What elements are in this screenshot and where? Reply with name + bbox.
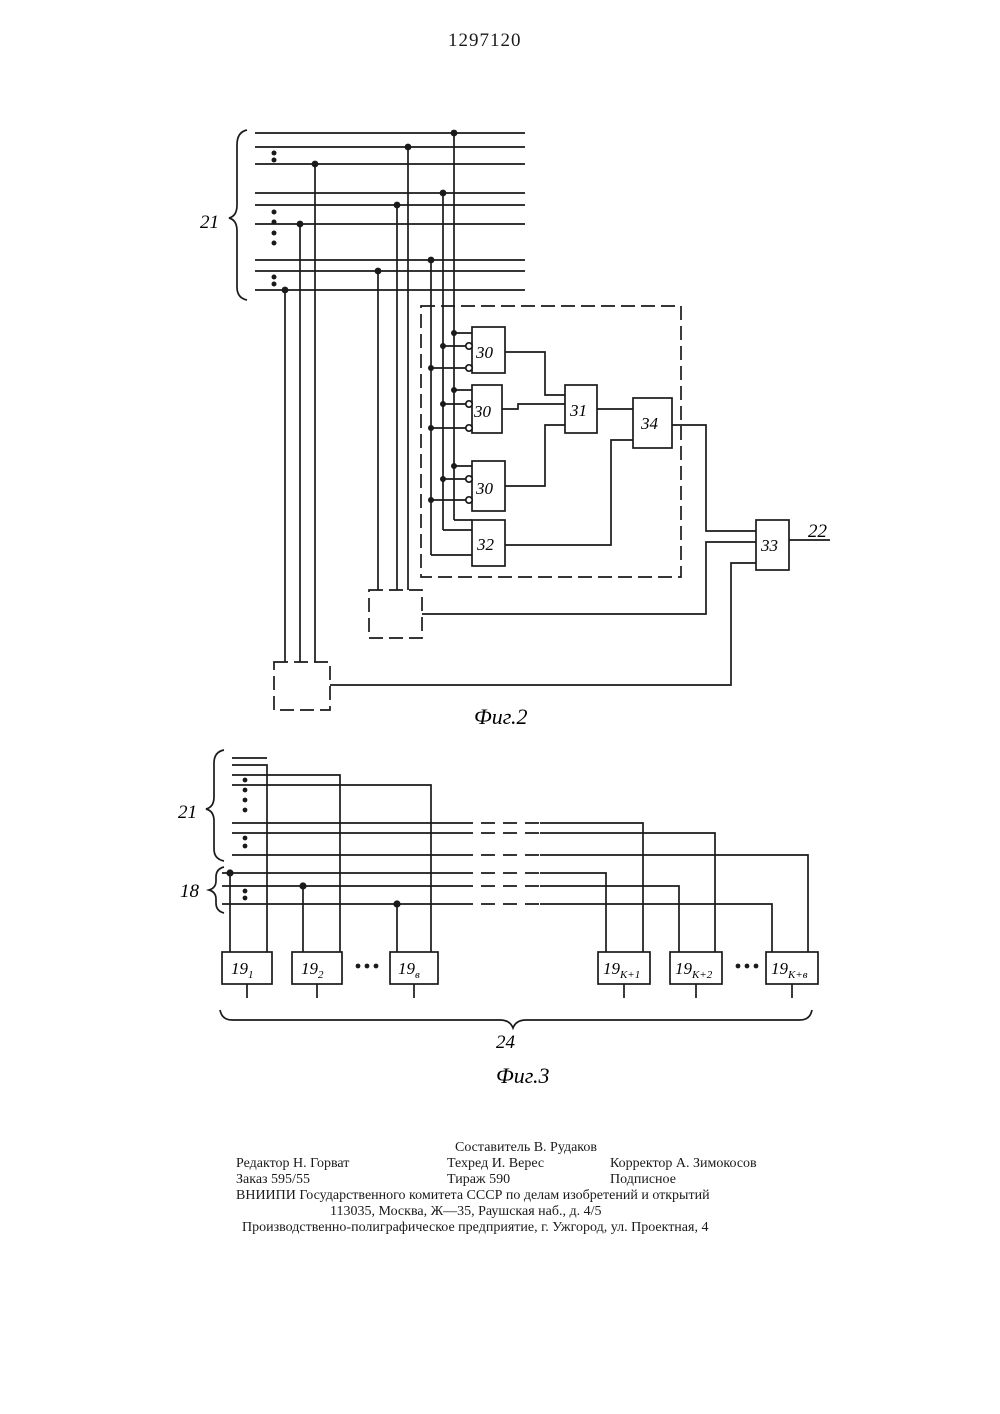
fig3-label-19-1: 191	[231, 959, 254, 981]
fig2-label-32: 32	[476, 535, 495, 554]
fig2-label-30c: 30	[475, 479, 494, 498]
imprint-editor: Редактор Н. Горват	[236, 1156, 349, 1172]
fig2-label-31: 31	[569, 401, 587, 420]
fig2-label-34: 34	[640, 414, 659, 433]
fig2-dashed-block-low	[274, 662, 330, 710]
fig3-label-19-b: 19в	[398, 959, 420, 981]
fig3-label-19-k1: 19К+1	[603, 959, 640, 981]
fig3-label-19-2: 192	[301, 959, 324, 981]
fig2-dashed-block-mid	[369, 590, 422, 638]
fig2-label-30b: 30	[473, 402, 492, 421]
imprint-order: Заказ 595/55	[236, 1172, 310, 1188]
fig2-label-33: 33	[760, 536, 778, 555]
fig3-caption: Фиг.3	[496, 1063, 550, 1085]
fig2-caption: Фиг.2	[474, 704, 528, 729]
fig2-label-30a: 30	[475, 343, 494, 362]
fig3-label-19-k2: 19К+2	[675, 959, 713, 981]
imprint-techred: Техред И. Верес	[447, 1156, 544, 1172]
fig3-label-21: 21	[178, 802, 197, 823]
fig2-label-22: 22	[808, 521, 828, 542]
imprint-org: ВНИИПИ Государственного комитета СССР по…	[236, 1188, 710, 1204]
fig2-brace-21	[229, 130, 247, 300]
fig2-diagram: 21 22 30 30 30 32 31 34 33 Фиг.2	[0, 0, 1000, 760]
imprint-printer: Производственно-полиграфическое предприя…	[242, 1220, 708, 1236]
fig3-label-18: 18	[180, 881, 200, 902]
imprint-circulation: Тираж 590	[447, 1172, 510, 1188]
imprint-corrector: Корректор А. Зимокосов	[610, 1156, 757, 1172]
fig3-brace-18	[209, 867, 224, 913]
fig3-brace-21	[206, 750, 224, 861]
imprint-compiler: Составитель В. Рудаков	[455, 1140, 597, 1156]
fig2-bus-lines	[255, 133, 525, 290]
fig2-label-21: 21	[200, 212, 219, 233]
imprint-subscription: Подписное	[610, 1172, 676, 1188]
fig3-label-24: 24	[496, 1032, 516, 1053]
fig3-diagram: 21 18 24 191 192 19в 19К+1 19К+2 19К+в Ф…	[0, 745, 1000, 1085]
fig3-label-19-kb: 19К+в	[771, 959, 808, 981]
fig3-brace-24	[220, 1010, 812, 1028]
imprint-address: 113035, Москва, Ж—35, Раушская наб., д. …	[330, 1204, 602, 1220]
